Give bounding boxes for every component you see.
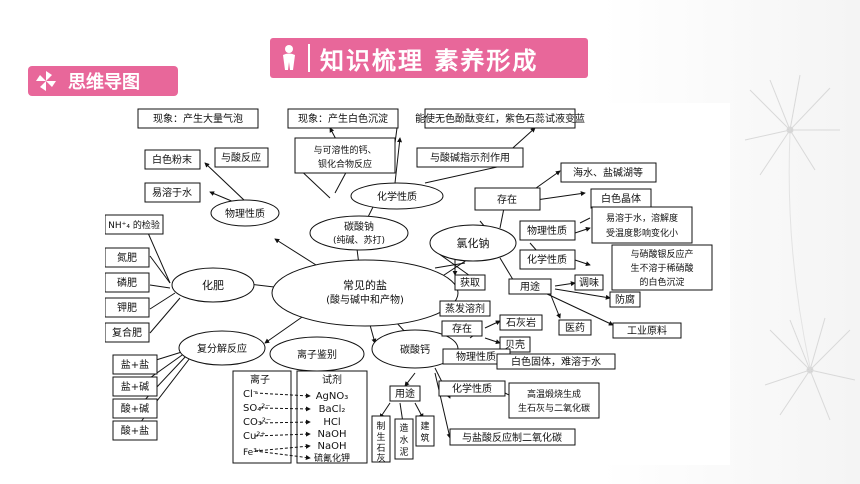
na2co3-line2: (纯碱、苏打) [333, 234, 385, 246]
with-ca-ba-line1: 与可溶性的钙、 [313, 144, 376, 156]
fertilizer-ellipse [171, 267, 255, 303]
nacl-agno3-line2: 生不溶于稀硝酸 [630, 262, 693, 274]
nacl-sol-line1: 易溶于水，溶解度 [606, 212, 678, 224]
na2co3-phys-ellipse [210, 199, 280, 227]
nh4-test-label: NH⁺₄ 的检验 [108, 219, 160, 231]
center-node-line1: 常见的盐 [343, 278, 387, 292]
na2co3-line1: 碳酸钠 [344, 220, 374, 233]
evap-label: 蒸发溶剂 [445, 302, 485, 315]
na2co3-chem-ellipse [350, 182, 444, 210]
flavor-label: 调味 [579, 277, 599, 289]
pinwheel-icon [28, 66, 64, 96]
ion-3: CO₃²⁻ [243, 417, 271, 428]
nacl-sol-line2: 受温度影响变化小 [606, 227, 678, 239]
mind-map-label: 思维导图 [28, 66, 178, 96]
fertilizer-label: 化肥 [202, 278, 224, 292]
ion-2: SO₄²⁻ [243, 403, 271, 414]
reagent-2: BaCl₂ [319, 404, 346, 415]
use-lime-char-2: 生 [376, 431, 385, 443]
medicine-label: 医药 [565, 322, 585, 334]
na2co3-phys-label: 物理性质 [225, 207, 265, 220]
caco3-phys-desc: 白色固体，难溶于水 [511, 355, 601, 368]
na2co3-chem-label: 化学性质 [377, 190, 417, 203]
nacl-agno3-line3: 的白色沉淀 [639, 276, 684, 288]
ion-5: Fe³⁺ [243, 448, 262, 458]
use-build-char-2: 筑 [420, 432, 429, 444]
reading-person-icon [270, 38, 308, 78]
white-crystal-label: 白色晶体 [601, 192, 641, 205]
compound-fert-label: 复合肥 [112, 326, 142, 339]
nacl-ellipse [429, 224, 517, 262]
reagent-1: AgNO₃ [316, 391, 349, 402]
calcine-line2: 生石灰与二氧化碳 [518, 402, 590, 414]
dandelion-decoration [744, 74, 856, 421]
use-lime-char-1: 制 [376, 420, 385, 432]
header-title: 知识梳理 素养形成 [320, 46, 539, 75]
use-build-char-1: 建 [420, 420, 429, 432]
double-decomp-label: 复分解反应 [197, 342, 247, 355]
with-indicator-label: 与酸碱指示剂作用 [430, 151, 510, 164]
ion-1: Cl⁻ [243, 389, 258, 400]
reagent-header: 试剂 [322, 373, 342, 386]
salt-salt-label: 盐+盐 [121, 358, 149, 371]
na2co3-ellipse [309, 215, 409, 251]
reagent-4: NaOH [318, 429, 347, 440]
caco3-use-label: 用途 [395, 387, 415, 400]
phenomenon-precipitate: 现象：产生白色沉淀 [298, 112, 388, 125]
ion-id-label: 离子鉴别 [297, 348, 337, 361]
reagent-6: 硫氰化钾 [314, 452, 350, 464]
hcl-co2-label: 与盐酸反应制二氧化碳 [462, 431, 562, 444]
mind-map-svg: 常见的盐 (酸与碱中和产物) 碳酸钠 (纯碱、苏打) 化学性质 物理性质 氯化钠… [104, 108, 713, 464]
soluble-label: 易溶于水 [152, 186, 192, 199]
white-powder-label: 白色粉末 [152, 153, 192, 166]
center-node-line2: (酸与碱中和产物) [326, 293, 404, 306]
industry-label: 工业原料 [627, 324, 667, 337]
caco3-exist-label: 存在 [452, 322, 472, 335]
calcine-line1: 高温煅烧生成 [527, 388, 581, 400]
ion-4: Cu²⁺ [243, 431, 266, 442]
use-cement-char-3: 泥 [399, 447, 408, 458]
caco3-chem-label: 化学性质 [452, 382, 492, 395]
mind-map-title: 思维导图 [68, 72, 140, 93]
use-cement-char-2: 水 [399, 434, 408, 446]
nacl-chem-label: 化学性质 [527, 253, 567, 266]
nacl-phys-label: 物理性质 [527, 224, 567, 237]
nacl-agno3-line1: 与硝酸银反应产 [630, 248, 693, 260]
with-ca-ba-line2: 钡化合物反应 [318, 158, 372, 170]
use-lime-char-4: 灰 [376, 452, 385, 464]
obtain-label: 获取 [460, 277, 480, 289]
nacl-exist-label: 存在 [497, 193, 517, 206]
phenomenon-color: 能使无色酚酞变红，紫色石蕊试液变蓝 [415, 112, 585, 125]
preserve-label: 防腐 [615, 293, 635, 306]
acid-base-label: 酸+碱 [121, 402, 149, 415]
double-decomp-ellipse [178, 330, 266, 366]
limestone-label: 石灰岩 [506, 316, 536, 329]
n-fert-label: 氮肥 [117, 251, 137, 264]
reagent-3: HCl [323, 417, 340, 428]
nacl-label: 氯化钠 [457, 236, 490, 250]
reagent-5: NaOH [318, 441, 347, 452]
use-cement-char-1: 造 [399, 422, 408, 434]
salt-base-label: 盐+碱 [121, 380, 149, 393]
use-lime-char-3: 石 [376, 444, 385, 454]
k-fert-label: 钾肥 [117, 301, 137, 314]
acid-salt-label: 酸+盐 [121, 424, 149, 437]
sea-lake-label: 海水、盐碱湖等 [573, 166, 643, 179]
with-acid-label: 与酸反应 [221, 151, 261, 164]
center-node-ellipse [271, 259, 459, 327]
caco3-phys-label: 物理性质 [456, 350, 496, 363]
caco3-label: 碳酸钙 [400, 343, 430, 356]
header-separator [308, 44, 310, 72]
mind-map-diagram: 常见的盐 (酸与碱中和产物) 碳酸钠 (纯碱、苏打) 化学性质 物理性质 氯化钠… [104, 103, 730, 465]
usage-label: 用途 [520, 280, 540, 293]
phenomenon-gas: 现象：产生大量气泡 [153, 112, 243, 125]
section-header-banner: 知识梳理 素养形成 [270, 38, 588, 78]
shell-label: 贝壳 [505, 338, 525, 351]
ion-header: 离子 [250, 373, 270, 386]
p-fert-label: 磷肥 [117, 276, 137, 289]
